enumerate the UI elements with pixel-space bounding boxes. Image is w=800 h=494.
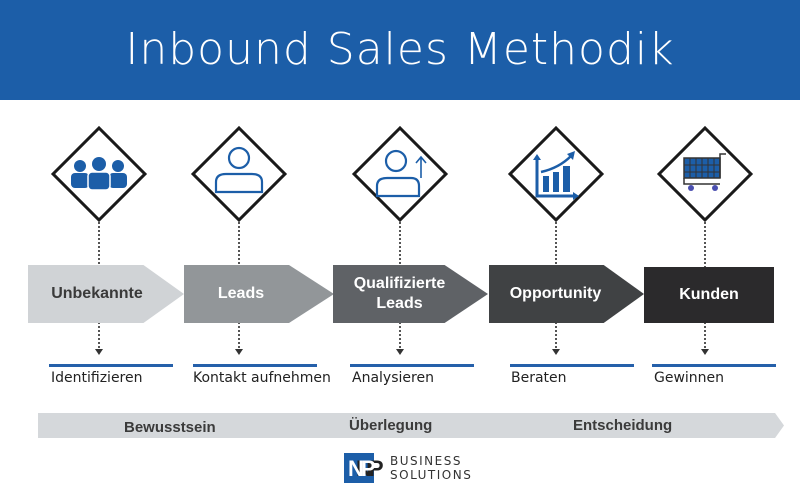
stage-label: Kunden (679, 286, 739, 303)
stage-kunden: Kunden (644, 267, 774, 323)
action-label: Identifizieren (51, 370, 143, 386)
header-banner: Inbound Sales Methodik (0, 0, 800, 100)
stage-unbekannte: Unbekannte (28, 265, 184, 323)
arrow-down-icon (235, 349, 243, 355)
logo-text-line2: SOLUTIONS (390, 468, 473, 482)
action-underline (193, 364, 317, 367)
logo-text-line1: BUSINESS (390, 454, 462, 468)
action-underline (652, 364, 776, 367)
stage-label: Opportunity (509, 285, 602, 302)
logo-mark (344, 453, 374, 483)
shopping-cart-icon (683, 153, 726, 191)
phase-bar (38, 413, 784, 438)
arrow-down-icon (552, 349, 560, 355)
person-up-arrow-icon (375, 149, 427, 198)
people-group-icon (71, 157, 127, 191)
growth-chart-icon (533, 151, 579, 200)
action-label: Analysieren (352, 370, 434, 386)
phase-label: Bewusstsein (124, 419, 216, 436)
action-underline (49, 364, 173, 367)
stage-leads: Leads (184, 265, 334, 323)
arrow-down-icon (396, 349, 404, 355)
action-underline (350, 364, 474, 367)
action-label: Kontakt aufnehmen (193, 370, 331, 386)
arrow-down-icon (701, 349, 709, 355)
action-underline (510, 364, 634, 367)
stage-label: Qualifizierte Leads (353, 275, 446, 312)
phase-label: Überlegung (349, 417, 433, 434)
person-icon (214, 146, 264, 194)
stage-opportunity: Opportunity (489, 265, 644, 323)
stage-label: Leads (217, 285, 265, 302)
action-label: Gewinnen (654, 370, 725, 386)
page-title: Inbound Sales Methodik (125, 24, 675, 75)
action-label: Beraten (511, 370, 567, 386)
stage-qualifizierte-leads: Qualifizierte Leads (333, 265, 488, 323)
company-logo: NP BUSINESS SOLUTIONS (344, 453, 471, 483)
logo-mark-letters: NP (348, 456, 376, 481)
stage-label: Unbekannte (51, 285, 143, 302)
arrow-down-icon (95, 349, 103, 355)
phase-label: Entscheidung (573, 417, 673, 434)
